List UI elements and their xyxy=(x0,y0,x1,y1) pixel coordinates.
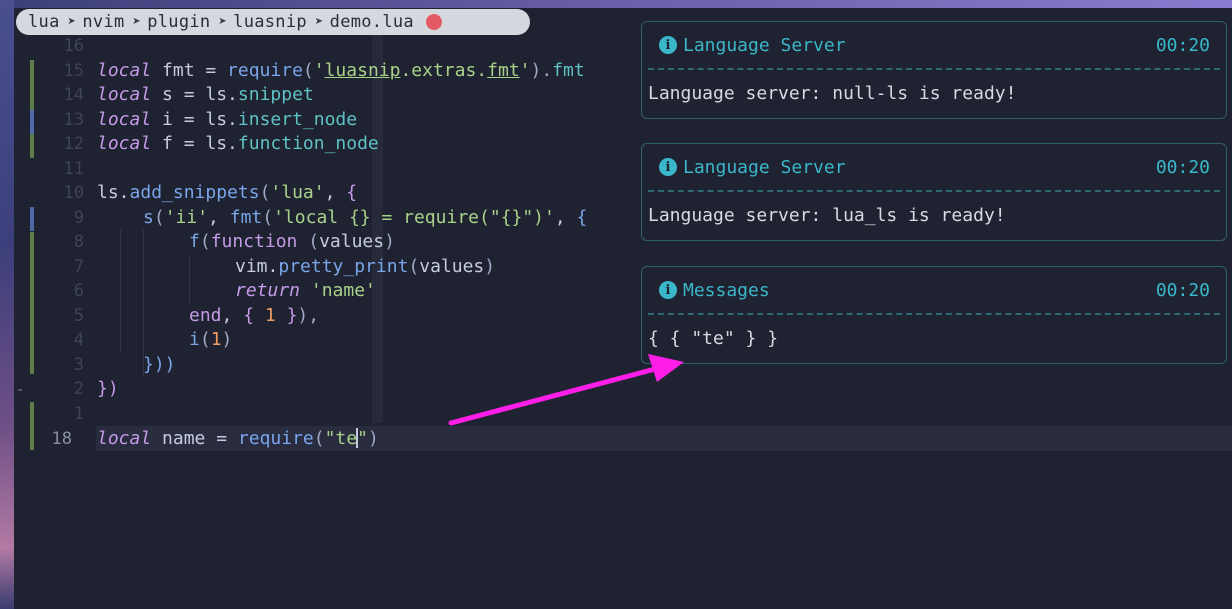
code-line[interactable]: f(function (values) xyxy=(189,231,395,252)
info-icon: i xyxy=(659,281,677,299)
notification-title: Language Server xyxy=(683,156,846,178)
notification-divider xyxy=(648,313,1220,315)
current-code-line[interactable]: local name = require("te") xyxy=(97,428,379,449)
code-line[interactable]: s('ii', fmt('local {} = require("{}")', … xyxy=(143,207,588,228)
notification-time: 00:20 xyxy=(1155,279,1210,301)
line-number: 12 xyxy=(63,134,84,154)
notification-title: Messages xyxy=(683,279,770,301)
line-number: 15 xyxy=(63,61,84,81)
modified-indicator-icon xyxy=(425,14,442,30)
notification-message: Language server: null-ls is ready! xyxy=(648,83,1017,104)
line-number: 4 xyxy=(73,330,84,350)
breadcrumb-item[interactable]: plugin xyxy=(147,12,211,32)
breadcrumb-item[interactable]: nvim xyxy=(82,12,125,32)
code-line[interactable]: vim.pretty_print(values) xyxy=(235,256,496,277)
line-number: 2 xyxy=(73,379,84,399)
breadcrumb-item[interactable]: lua xyxy=(28,12,60,32)
notification-language-server[interactable]: i Language Server 00:20 Language server:… xyxy=(641,21,1227,119)
desktop-background-top xyxy=(0,0,1232,10)
code-line[interactable]: ls.add_snippets('lua', { xyxy=(97,182,358,203)
code-line[interactable]: return 'name' xyxy=(235,280,376,301)
notification-time: 00:20 xyxy=(1155,34,1210,56)
notification-message: { { "te" } } xyxy=(648,328,779,349)
chevron-right-icon: ➤ xyxy=(314,14,324,30)
code-line[interactable]: })) xyxy=(143,354,176,375)
git-changed-sign xyxy=(30,110,34,134)
desktop-background-left xyxy=(0,0,14,609)
code-line[interactable]: i(1) xyxy=(189,329,233,350)
line-number: 10 xyxy=(63,183,84,203)
chevron-right-icon: ➤ xyxy=(218,14,228,30)
git-added-sign xyxy=(30,60,34,158)
breadcrumb-file[interactable]: demo.lua xyxy=(329,12,414,32)
line-number: 1 xyxy=(73,404,84,424)
line-number: 16 xyxy=(63,36,84,56)
notification-time: 00:20 xyxy=(1155,156,1210,178)
indent-guide xyxy=(120,230,121,352)
indent-guide xyxy=(143,230,144,376)
code-line[interactable]: end, { 1 }), xyxy=(189,305,320,326)
notification-divider xyxy=(648,190,1220,192)
fold-marker: - xyxy=(16,382,25,398)
notification-messages[interactable]: i Messages 00:20 { { "te" } } xyxy=(641,266,1227,364)
code-line[interactable]: local i = ls.insert_node xyxy=(97,109,358,130)
line-number: 6 xyxy=(73,281,84,301)
line-number: 7 xyxy=(73,257,84,277)
git-added-sign xyxy=(30,402,34,450)
code-line[interactable]: local s = ls.snippet xyxy=(97,84,314,105)
indent-guide xyxy=(189,255,190,304)
breadcrumb: lua ➤ nvim ➤ plugin ➤ luasnip ➤ demo.lua xyxy=(16,9,530,35)
info-icon: i xyxy=(659,158,677,176)
notification-divider xyxy=(648,68,1220,70)
chevron-right-icon: ➤ xyxy=(67,14,77,30)
line-number: 14 xyxy=(63,85,84,105)
git-changed-sign xyxy=(30,207,34,231)
chevron-right-icon: ➤ xyxy=(132,14,142,30)
current-line-number: 18 xyxy=(51,429,72,449)
code-line[interactable]: local f = ls.function_node xyxy=(97,133,379,154)
cursor-line-highlight xyxy=(96,426,1232,451)
breadcrumb-item[interactable]: luasnip xyxy=(233,12,307,32)
notification-title: Language Server xyxy=(683,34,846,56)
code-line[interactable]: local fmt = require('luasnip.extras.fmt'… xyxy=(97,60,585,81)
code-line[interactable]: }) xyxy=(97,378,119,399)
line-number: 3 xyxy=(73,355,84,375)
notification-message: Language server: lua_ls is ready! xyxy=(648,205,1006,226)
line-number: 5 xyxy=(73,306,84,326)
color-column xyxy=(372,35,383,423)
git-added-sign xyxy=(30,232,34,374)
line-number: 13 xyxy=(63,110,84,130)
line-number: 11 xyxy=(63,159,84,179)
info-icon: i xyxy=(659,36,677,54)
notification-language-server[interactable]: i Language Server 00:20 Language server:… xyxy=(641,143,1227,241)
line-number: 8 xyxy=(73,232,84,252)
text-cursor xyxy=(356,428,359,448)
line-number: 9 xyxy=(73,208,84,228)
